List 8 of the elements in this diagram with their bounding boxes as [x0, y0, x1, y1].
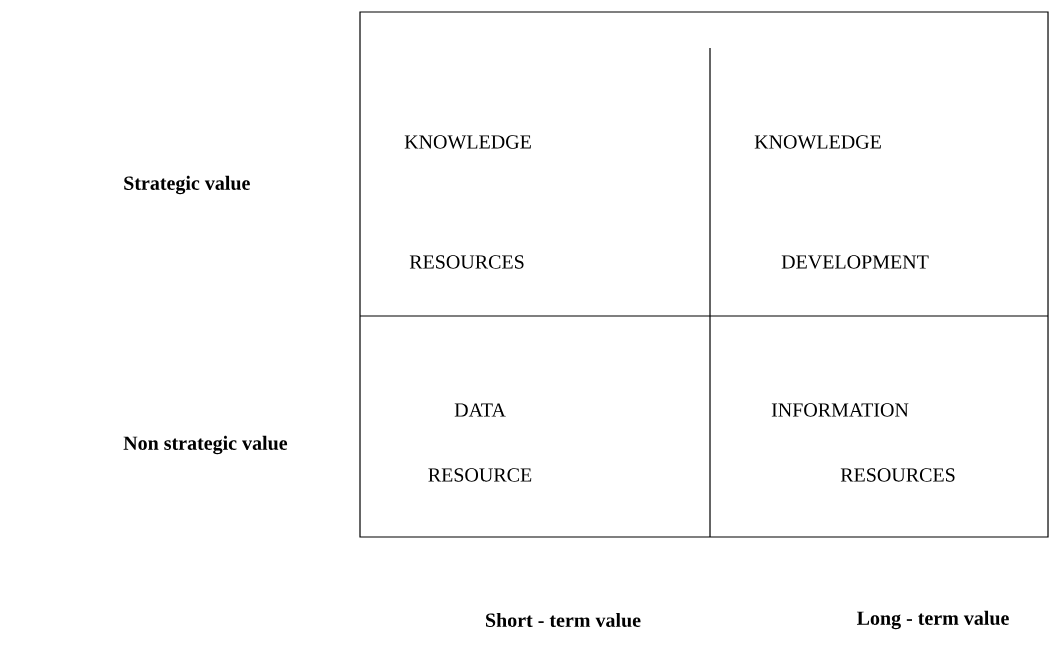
- matrix-cell: INFORMATION RESOURCES: [771, 403, 955, 482]
- matrix-cell: KNOWLEDGE RESOURCES: [404, 135, 531, 269]
- matrix-cell: DATA RESOURCE: [428, 403, 532, 482]
- axis-label: Short - term value: [486, 612, 641, 628]
- axis-label: Long - term value: [857, 610, 1009, 630]
- matrix-cell: KNOWLEDGE DEVELOPMENT: [754, 135, 929, 269]
- axis-label: Non strategic value: [123, 435, 288, 455]
- axis-label: Strategic value: [124, 175, 250, 195]
